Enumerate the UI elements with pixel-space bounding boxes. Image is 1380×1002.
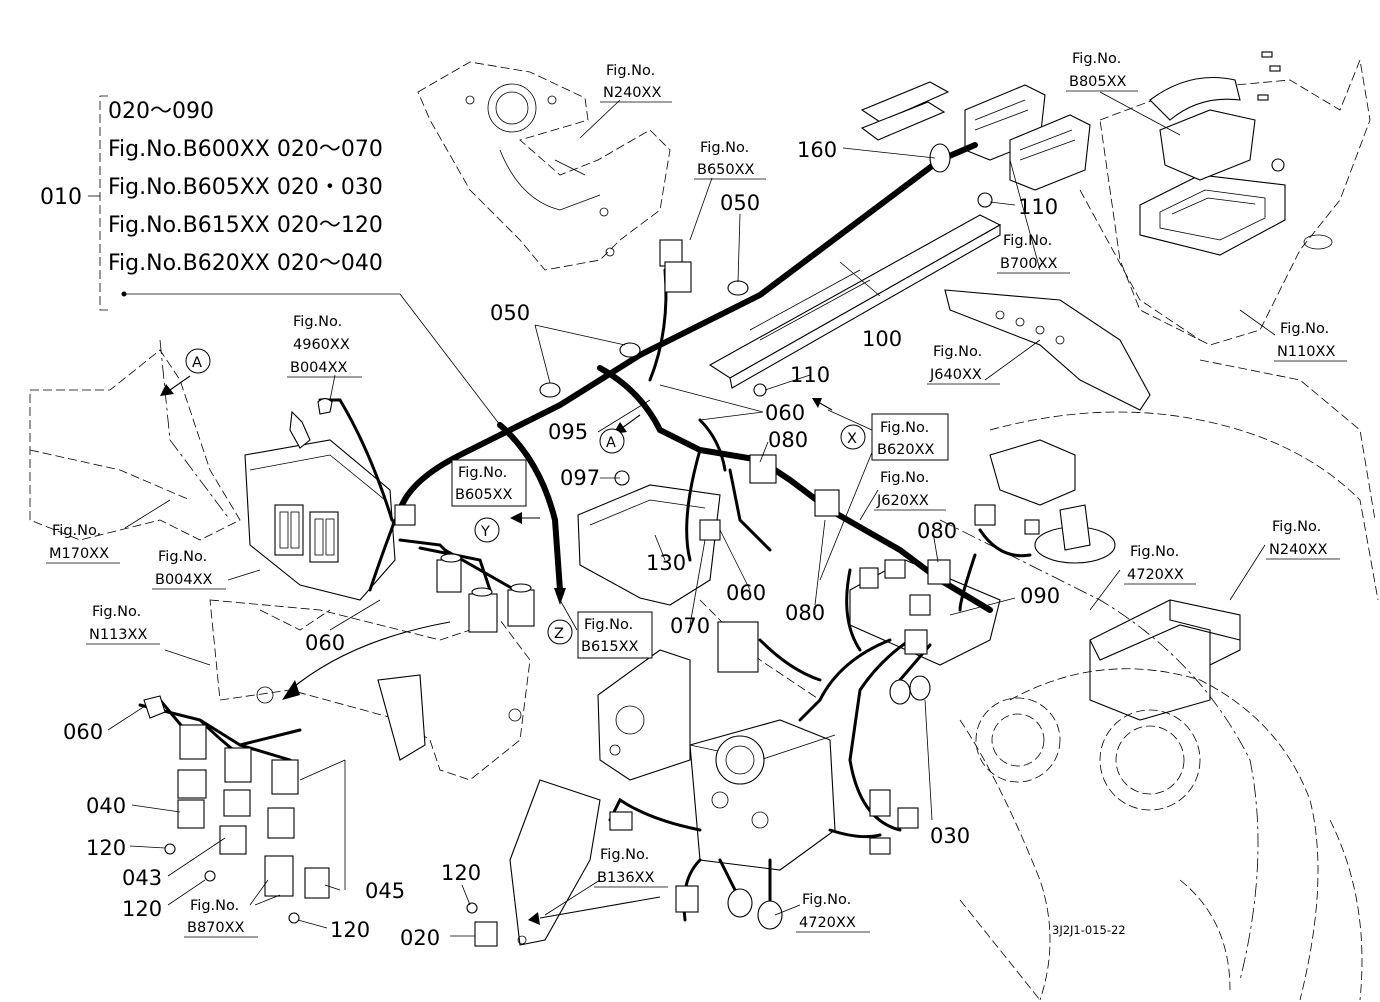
part-number-110-top: 110 [1018, 195, 1058, 219]
part-number-100: 100 [862, 327, 902, 351]
figref-b650-code: B650XX [697, 162, 755, 178]
part-number-020: 020 [400, 926, 440, 950]
marker-x: X [847, 431, 857, 447]
figref-b004-title: Fig.No. [158, 549, 207, 565]
figref-n113-title: Fig.No. [92, 604, 141, 620]
figref-4960-code: 4960XX [293, 337, 350, 353]
part-number-120-a: 120 [86, 836, 126, 860]
legend-line-1: 020～090 [108, 99, 214, 124]
figref-b700-code: B700XX [1000, 256, 1058, 272]
part-number-160: 160 [797, 138, 837, 162]
part-number-030: 030 [930, 824, 970, 848]
part-number-043: 043 [122, 866, 162, 890]
figref-j640-code: J640XX [929, 367, 982, 383]
part-number-097: 097 [560, 466, 600, 490]
view-markers: A A X Y Z [185, 348, 866, 645]
figref-b136-title: Fig.No. [600, 847, 649, 863]
figref-4960-code-2: B004XX [290, 360, 348, 376]
marker-y: Y [480, 524, 490, 540]
part-number-060-right: 060 [726, 581, 766, 605]
figref-b136-code: B136XX [597, 870, 655, 886]
figref-b700-title: Fig.No. [1003, 233, 1052, 249]
background-structure [29, 58, 1379, 1001]
legend-line-3: Fig.No.B605XX 020・030 [108, 175, 383, 200]
part-number-060-left: 060 [305, 631, 345, 655]
part-number-095: 095 [548, 420, 588, 444]
legend-line-2: Fig.No.B600XX 020～070 [108, 137, 383, 162]
figref-b615-code: B615XX [581, 639, 639, 655]
part-number-080-top: 080 [768, 428, 808, 452]
brackets [244, 77, 1286, 946]
marker-z: Z [554, 626, 564, 642]
part-number-120-d: 120 [441, 861, 481, 885]
part-number-120-b: 120 [122, 897, 162, 921]
part-number-130: 130 [646, 551, 686, 575]
part-number-040: 040 [86, 794, 126, 818]
figref-n110-code: N110XX [1277, 344, 1335, 360]
part-number-050-top: 050 [720, 191, 760, 215]
connectors [143, 51, 1333, 947]
figref-j620-title: Fig.No. [880, 470, 929, 486]
legend-line-5: Fig.No.B620XX 020～040 [108, 251, 383, 276]
part-number-060-mid: 060 [765, 401, 805, 425]
figref-4720-right-title: Fig.No. [1130, 544, 1179, 560]
part-number-080-lower: 080 [785, 601, 825, 625]
part-numbers: 160 050 110 050 100 110 060 095 080 097 … [63, 138, 1060, 950]
figref-4720-bottom-code: 4720XX [799, 915, 856, 931]
figref-m170-code: M170XX [49, 546, 109, 562]
figref-4720-right-code: 4720XX [1127, 567, 1184, 583]
marker-a-left: A [192, 355, 202, 371]
figref-b605-code: B605XX [455, 487, 513, 503]
part-number-120-c: 120 [330, 918, 370, 942]
part-number-050-mid: 050 [490, 301, 530, 325]
figref-n113-code: N113XX [89, 627, 147, 643]
figref-b870-code: B870XX [187, 920, 245, 936]
part-number-070: 070 [670, 614, 710, 638]
figref-n110-title: Fig.No. [1280, 321, 1329, 337]
figref-n240-top-code: N240XX [603, 85, 661, 101]
figref-4720-bottom-title: Fig.No. [802, 892, 851, 908]
figref-4960-title: Fig.No. [293, 314, 342, 330]
figref-b004-code: B004XX [155, 572, 213, 588]
marker-a-mid: A [606, 435, 616, 451]
part-number-060-bottom-left: 060 [63, 720, 103, 744]
legend-main-number: 010 [40, 185, 82, 210]
figref-b620-title: Fig.No. [880, 420, 929, 436]
figref-b615-title: Fig.No. [584, 617, 633, 633]
figref-n240-right-code: N240XX [1269, 542, 1327, 558]
figref-b870-title: Fig.No. [190, 898, 239, 914]
legend-line-4: Fig.No.B615XX 020～120 [108, 213, 383, 238]
figref-b805-code: B805XX [1069, 74, 1127, 90]
figref-j620-code: J620XX [876, 493, 929, 509]
figref-n240-right-title: Fig.No. [1272, 519, 1321, 535]
figref-b605-title: Fig.No. [458, 465, 507, 481]
figref-b650-title: Fig.No. [700, 140, 749, 156]
figref-b805-title: Fig.No. [1072, 51, 1121, 67]
part-number-090: 090 [1020, 584, 1060, 608]
part-number-045: 045 [365, 879, 405, 903]
drawing-code: 3J2J1-015-22 [1052, 923, 1126, 937]
part-number-110-mid: 110 [790, 363, 830, 387]
figref-m170-title: Fig.No. [52, 523, 101, 539]
leader-lines [88, 91, 1276, 937]
figure-references: Fig.No. N240XX Fig.No. B650XX Fig.No. B8… [46, 51, 1347, 938]
figref-n240-top-title: Fig.No. [606, 63, 655, 79]
part-number-080-right: 080 [917, 519, 957, 543]
figref-j640-title: Fig.No. [933, 344, 982, 360]
figref-b620-code: B620XX [877, 442, 935, 458]
legend: 010 020～090 Fig.No.B600XX 020～070 Fig.No… [40, 99, 383, 276]
